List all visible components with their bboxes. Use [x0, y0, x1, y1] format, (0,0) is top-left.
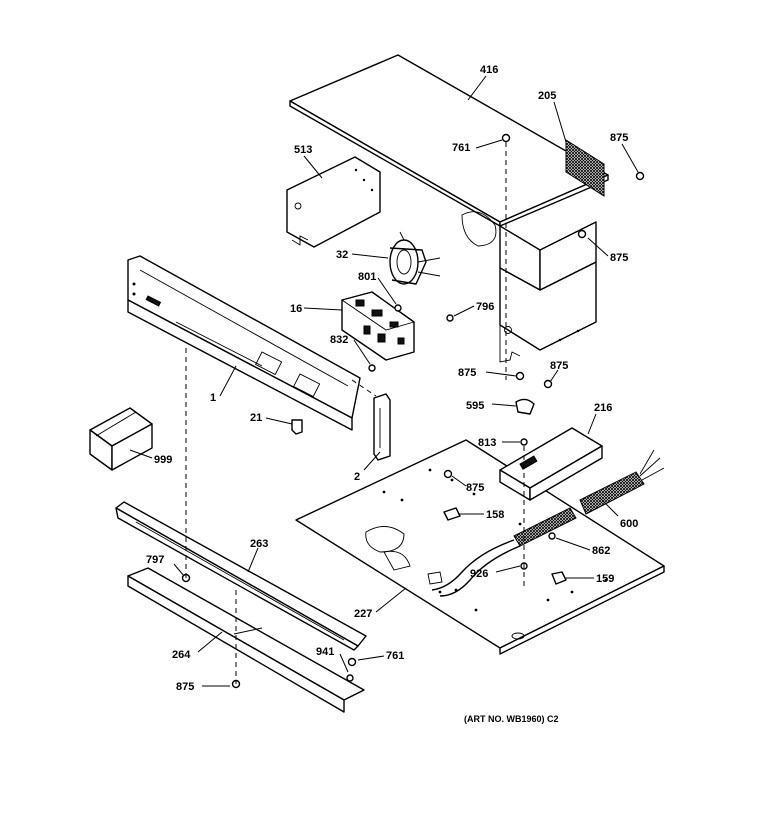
label-21: 21: [250, 412, 262, 424]
label-875: 875: [610, 132, 628, 144]
vent-grille-205: [565, 139, 605, 197]
label-832: 832: [330, 334, 348, 346]
bracket-2: [373, 393, 391, 461]
label-595: 595: [466, 400, 484, 412]
label-1: 1: [210, 392, 216, 404]
label-761: 761: [386, 650, 404, 662]
label-32: 32: [336, 249, 348, 261]
label-216: 216: [594, 402, 612, 414]
label-813: 813: [478, 437, 496, 449]
label-16: 16: [290, 303, 302, 315]
label-875: 875: [176, 681, 194, 693]
alignment-lines: [185, 142, 525, 684]
label-875: 875: [550, 360, 568, 372]
label-926: 926: [470, 568, 488, 580]
label-796: 796: [476, 301, 494, 313]
clip-21: [291, 419, 303, 435]
control-panel-1: [127, 255, 361, 431]
label-159: 159: [596, 573, 614, 585]
label-264: 264: [172, 649, 191, 661]
label-999: 999: [154, 454, 172, 466]
label-263: 263: [250, 538, 268, 550]
part-labels: 416 205 875 761 513 875 32 801 16 796 83…: [146, 64, 638, 693]
wire-harness-600: [431, 449, 665, 597]
label-227: 227: [354, 608, 372, 620]
label-941: 941: [316, 646, 334, 658]
label-158: 158: [486, 509, 504, 521]
trim-263: [115, 501, 367, 651]
label-2: 2: [354, 471, 360, 483]
top-cover-416: [289, 54, 609, 227]
label-797: 797: [146, 554, 164, 566]
box-999: [89, 407, 153, 471]
relay-box-216: [499, 427, 603, 501]
side-panel-513: [286, 156, 497, 248]
label-761: 761: [452, 142, 470, 154]
label-205: 205: [538, 90, 556, 102]
bottom-panel-227: [295, 439, 665, 655]
label-875: 875: [466, 482, 484, 494]
label-600: 600: [620, 518, 638, 530]
label-875: 875: [610, 252, 628, 264]
label-875: 875: [458, 367, 476, 379]
art-number: (ART NO. WB1960) C2: [464, 714, 559, 724]
control-board-16: [340, 291, 416, 361]
label-513: 513: [294, 144, 312, 156]
label-862: 862: [592, 545, 610, 557]
label-801: 801: [358, 271, 376, 283]
blower-assembly-32: [389, 231, 441, 285]
right-wrapper-panel: [499, 221, 597, 363]
fasteners: [181, 133, 645, 689]
leader-lines: [129, 75, 639, 687]
label-416: 416: [480, 64, 498, 76]
